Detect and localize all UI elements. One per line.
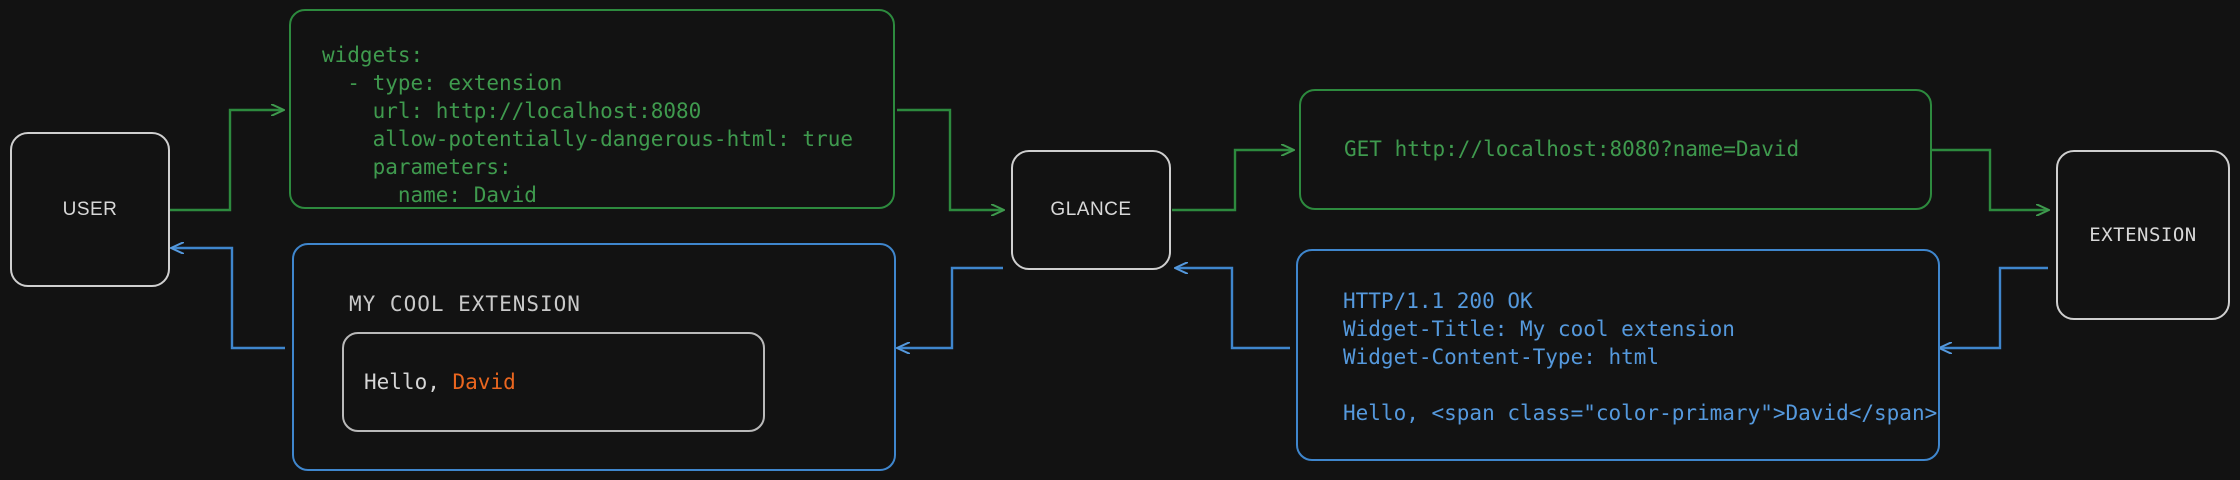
widget-inner-box: Hello, David [342, 332, 765, 432]
widget-title: MY COOL EXTENSION [349, 292, 581, 316]
node-glance[interactable]: GLANCE [1011, 150, 1171, 270]
node-user[interactable]: USER [10, 132, 170, 287]
widget-body-accent: David [452, 370, 516, 394]
node-user-label: USER [62, 198, 118, 220]
http-request-text: GET http://localhost:8080?name=David [1344, 137, 1800, 161]
connector-widget-to-user [172, 248, 285, 350]
connector-response-to-glance [1176, 268, 1290, 350]
connector-glance-to-widget [898, 266, 1003, 348]
widget-body-prefix: Hello, [364, 370, 453, 394]
node-extension-label: EXTENSION [2089, 224, 2197, 246]
http-response-text: HTTP/1.1 200 OK Widget-Title: My cool ex… [1343, 289, 1938, 425]
connector-config-to-glance [897, 108, 1003, 210]
yaml-config-card[interactable]: widgets: - type: extension url: http://l… [289, 9, 895, 209]
connector-user-to-config [170, 110, 283, 212]
widget-body: Hello, David [344, 370, 516, 394]
yaml-config-text: widgets: - type: extension url: http://l… [322, 43, 854, 207]
rendered-widget-card[interactable]: MY COOL EXTENSION Hello, David [292, 243, 896, 471]
node-extension[interactable]: EXTENSION [2056, 150, 2230, 320]
node-glance-label: GLANCE [1050, 199, 1132, 220]
http-request-card[interactable]: GET http://localhost:8080?name=David [1299, 89, 1932, 210]
connector-glance-to-request [1172, 150, 1293, 212]
connector-request-to-extension [1932, 148, 2048, 210]
http-response-card[interactable]: HTTP/1.1 200 OK Widget-Title: My cool ex… [1296, 249, 1940, 461]
connector-extension-to-response [1940, 266, 2048, 348]
